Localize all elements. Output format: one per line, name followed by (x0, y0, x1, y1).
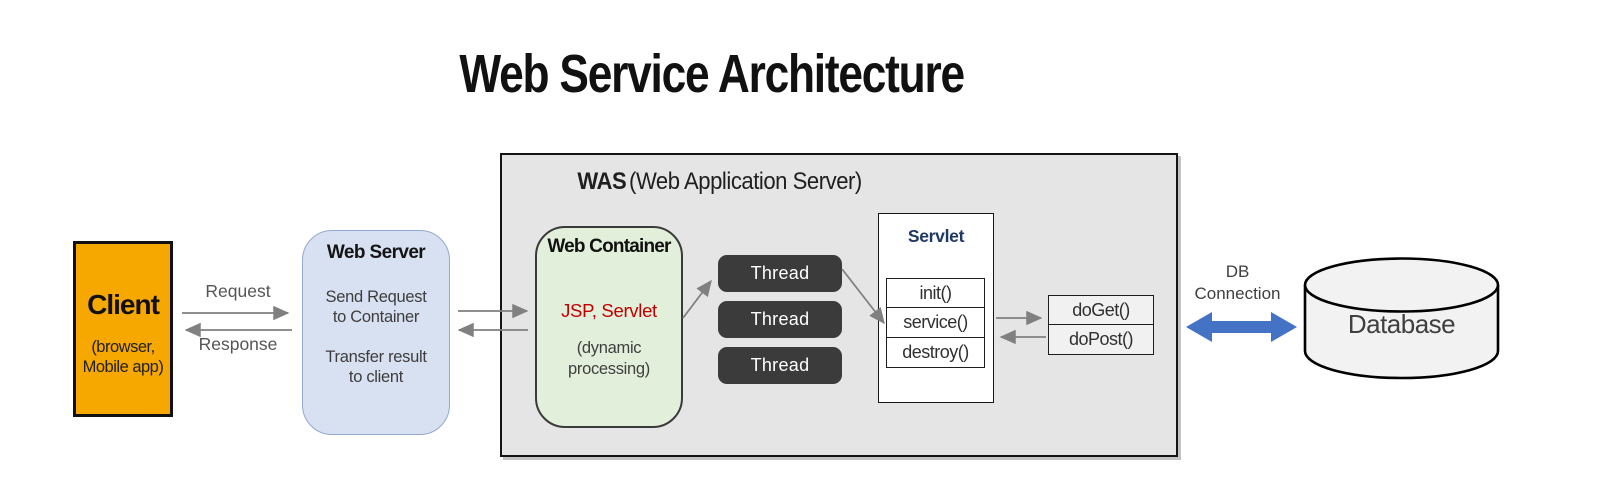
thread-box-2: Thread (718, 301, 842, 338)
response-label: Response (198, 334, 278, 354)
doget-cell: doGet() (1048, 295, 1154, 326)
web-container-box: Web Container JSP, Servlet (dynamic proc… (535, 226, 683, 428)
request-label: Request (205, 281, 271, 301)
web-server-title: Web Server (326, 242, 426, 263)
dynamic-processing-label: (dynamic processing) (568, 339, 650, 379)
db-connection-arrow (1186, 312, 1297, 342)
destroy-method-cell: destroy() (886, 336, 985, 368)
page-title: Web Service Architecture (412, 42, 1012, 106)
jsp-servlet-label: JSP, Servlet (561, 300, 657, 321)
servlet-method-table: init() service() destroy() (886, 278, 985, 368)
client-box: Client (browser, Mobile app) (73, 241, 173, 417)
web-container-title: Web Container (547, 236, 671, 257)
was-abbr-label: WAS (577, 168, 627, 195)
thread-box-1: Thread (718, 255, 842, 292)
web-server-box: Web Server Send Request to Container Tra… (302, 230, 450, 435)
handler-table: doGet() doPost() (1048, 295, 1154, 356)
thread-box-3: Thread (718, 347, 842, 384)
page-title-text: Web Service Architecture (459, 44, 966, 104)
database-label: Database (1347, 309, 1456, 339)
init-method-cell: init() (886, 278, 985, 309)
was-header: WAS(Web Application Server) (540, 167, 900, 197)
was-header-text: WAS(Web Application Server) (577, 168, 863, 196)
db-connection-label: DB Connection (1194, 262, 1281, 303)
web-server-text-2: Transfer result to client (325, 348, 427, 387)
client-subtitle: (browser, Mobile app) (82, 337, 164, 376)
servlet-box: Servlet init() service() destroy() (878, 213, 994, 403)
service-method-cell: service() (886, 307, 985, 339)
dopost-cell: doPost() (1048, 324, 1154, 356)
web-server-text-1: Send Request to Container (325, 288, 427, 327)
servlet-title: Servlet (907, 226, 965, 246)
client-title: Client (87, 288, 160, 320)
was-full-label: (Web Application Server) (629, 168, 863, 195)
